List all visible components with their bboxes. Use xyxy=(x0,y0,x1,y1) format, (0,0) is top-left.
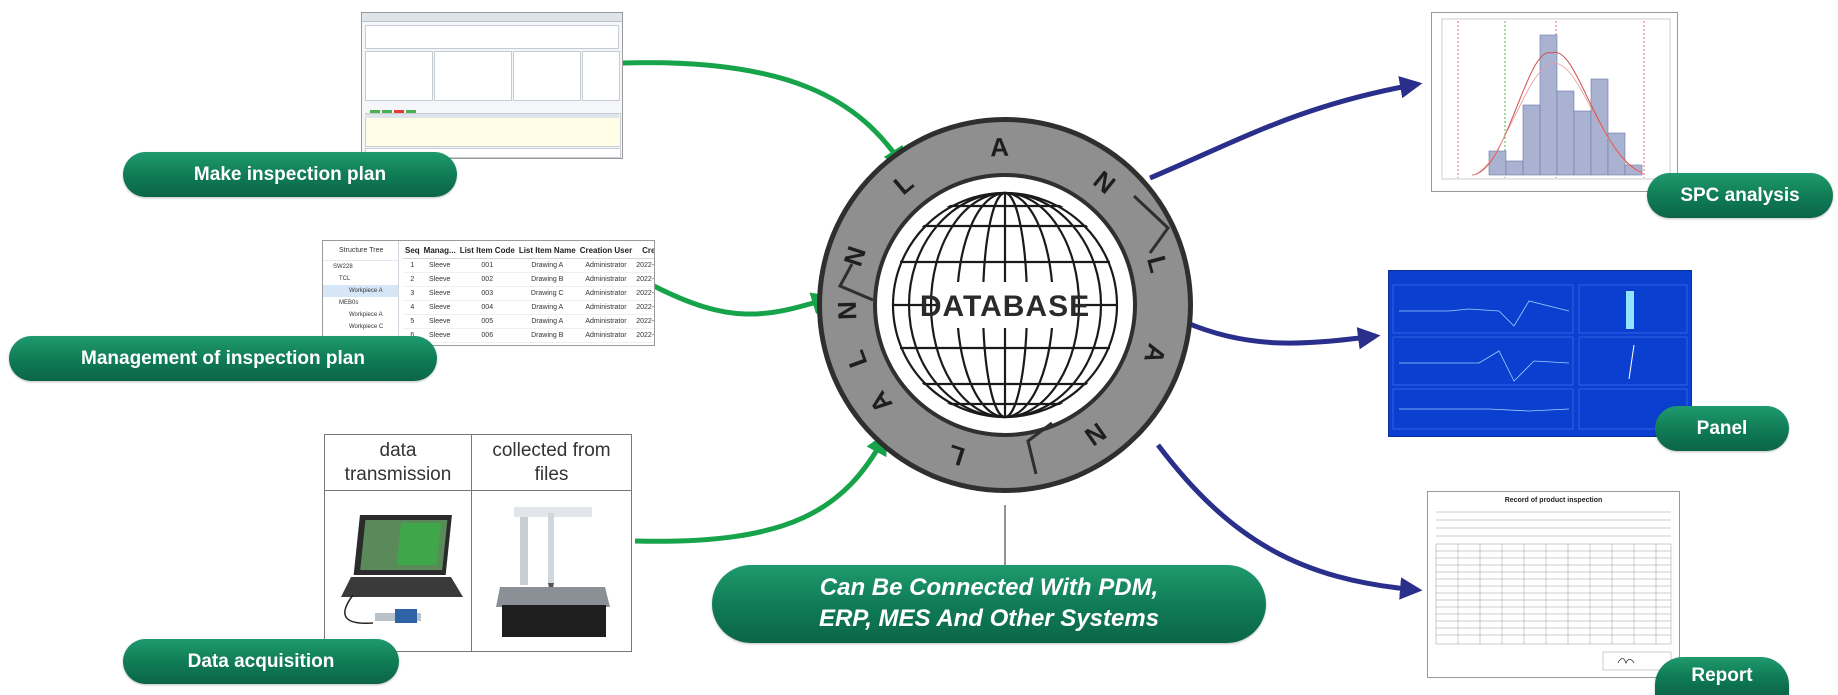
table-cell: Drawing A xyxy=(516,300,578,315)
ring-letter: N xyxy=(832,301,863,321)
table-cell: Drawing B xyxy=(516,342,578,345)
table-cell: 2022-06-07 14:00:59 xyxy=(634,314,654,329)
arrow-management xyxy=(650,282,835,317)
ring-letter: A xyxy=(990,132,1010,163)
column-header[interactable]: List Item Name xyxy=(516,243,578,259)
structure-tree-title: Structure Tree xyxy=(323,241,398,261)
ring-letter: L xyxy=(1141,253,1174,276)
spc-analysis-label: SPC analysis xyxy=(1647,173,1833,218)
table-cell: 3 xyxy=(403,286,422,301)
report-label: Report xyxy=(1655,657,1789,695)
table-cell: 4 xyxy=(403,300,422,315)
arrow-plan xyxy=(621,60,906,170)
data-acquisition-label: Data acquisition xyxy=(123,639,399,684)
table-cell: Administrator xyxy=(577,286,635,301)
table-cell: 006 xyxy=(457,328,517,343)
table-cell: 1 xyxy=(403,258,422,273)
table-cell: Sleeve xyxy=(421,328,458,343)
table-cell: Administrator xyxy=(577,272,635,287)
table-cell: 2022-06-07 14:00:44 xyxy=(634,272,654,287)
tree-item[interactable]: TCL xyxy=(339,276,351,282)
table-cell: Sleeve xyxy=(421,314,458,329)
table-cell: Administrator xyxy=(577,258,635,273)
table-cell: 002 xyxy=(457,272,517,287)
table-cell: Drawing B xyxy=(516,272,578,287)
input-arrows xyxy=(621,60,906,544)
table-cell: Drawing C xyxy=(516,286,578,301)
table-cell: Administrator xyxy=(577,314,635,329)
data-acquisition-panel: data transmission collected from files xyxy=(324,434,632,652)
report-title: Record of product inspection xyxy=(1504,497,1603,504)
table-cell: Sleeve xyxy=(421,272,458,287)
table-cell: 2022-06-07 14:00:46 xyxy=(634,286,654,301)
arrow-spc xyxy=(1149,76,1423,181)
table-cell: 001 xyxy=(457,258,517,273)
table-cell: Administrator xyxy=(577,300,635,315)
table-cell: 007 xyxy=(457,342,517,345)
plan-management-screenshot: Structure Tree SW228 TCL Workpiece A MEB… xyxy=(322,240,655,346)
table-cell: 2022-06-07 14:00:52 xyxy=(634,300,654,315)
table-cell: 005 xyxy=(457,314,517,329)
tree-item[interactable]: Workpiece A xyxy=(323,285,398,297)
table-row[interactable]: 6Sleeve006Drawing BAdministrator2022-06-… xyxy=(403,328,654,343)
column-header[interactable]: Creation Time xyxy=(634,243,654,259)
column-header[interactable]: Seq xyxy=(403,243,422,259)
arrow-acquisition xyxy=(634,432,888,544)
globe-icon xyxy=(891,191,1119,419)
table-cell: 5 xyxy=(403,314,422,329)
column-header[interactable]: Manag... xyxy=(421,243,458,259)
table-cell: 003 xyxy=(457,286,517,301)
arrow-panel xyxy=(1184,319,1381,350)
systems-line-1: Can Be Connected With PDM, xyxy=(819,574,1159,601)
tree-item[interactable]: Workpiece C xyxy=(349,324,384,330)
panel-label: Panel xyxy=(1655,406,1789,451)
tree-item[interactable]: MEB0s xyxy=(339,300,359,306)
database-label-bg xyxy=(938,282,1072,328)
table-cell: Sleeve xyxy=(421,342,458,345)
laptop-icon xyxy=(341,515,463,624)
table-cell: Sleeve xyxy=(421,258,458,273)
table-cell: 2022-06-07 14:50:28 xyxy=(634,342,654,345)
table-cell: Sleeve xyxy=(421,286,458,301)
tree-item[interactable]: Workpiece A xyxy=(349,312,383,318)
table-cell: Drawing B xyxy=(516,328,578,343)
cmm-machine-icon xyxy=(496,507,610,637)
output-arrows xyxy=(1149,76,1423,600)
column-header[interactable]: List Item Code xyxy=(457,243,517,259)
table-cell: Sleeve xyxy=(421,300,458,315)
management-inspection-plan-label: Management of inspection plan xyxy=(9,336,437,381)
report-document-screenshot: Record of product inspection xyxy=(1427,491,1680,678)
make-inspection-plan-label: Make inspection plan xyxy=(123,152,457,197)
table-cell: Administrator xyxy=(577,328,635,343)
tree-item[interactable]: SW228 xyxy=(333,264,353,270)
table-cell: Drawing A xyxy=(516,258,578,273)
data-transmission-label: data transmission xyxy=(344,439,452,485)
inspection-plan-screenshot xyxy=(361,12,623,159)
systems-line-2: ERP, MES And Other Systems xyxy=(818,605,1160,632)
table-cell: Administrator xyxy=(577,342,635,345)
systems-integration-label: Can Be Connected With PDM, ERP, MES And … xyxy=(712,565,1266,643)
structure-tree: Structure Tree SW228 TCL Workpiece A MEB… xyxy=(323,241,399,345)
arrow-report xyxy=(1156,443,1423,600)
collected-from-files-label: collected from files xyxy=(492,439,611,485)
table-cell: 2022-06-07 14:51:20 xyxy=(634,328,654,343)
table-cell: 2022-06-07 09:40:24 xyxy=(634,258,654,273)
table-row[interactable]: 7Sleeve007Drawing BAdministrator2022-06-… xyxy=(403,342,654,345)
column-header[interactable]: Creation User xyxy=(577,243,635,259)
database-label: DATABASE xyxy=(920,290,1090,323)
spc-histogram-screenshot xyxy=(1431,12,1678,192)
dashboard-panel-screenshot xyxy=(1388,270,1692,437)
table-cell: 2 xyxy=(403,272,422,287)
table-cell: Drawing A xyxy=(516,314,578,329)
table-cell: 004 xyxy=(457,300,517,315)
